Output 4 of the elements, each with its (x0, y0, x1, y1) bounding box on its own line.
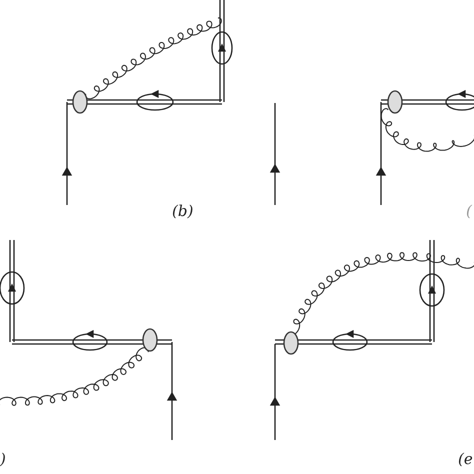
panel-label: (b) (172, 202, 194, 220)
panel-label: ( (466, 202, 472, 220)
panel-label: (e (458, 450, 473, 468)
panel-label: ) (0, 450, 6, 468)
